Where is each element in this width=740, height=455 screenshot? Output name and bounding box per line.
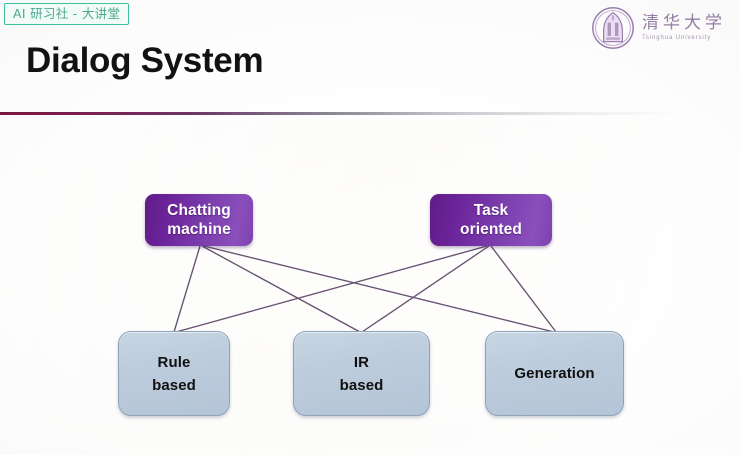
tsinghua-logo: 清华大学 Tsinghua University (591, 6, 726, 50)
edge-task-rule (175, 245, 488, 333)
node-generation-line1: Generation (514, 365, 595, 382)
edge-task-ir (361, 245, 490, 333)
tsinghua-emblem-icon (592, 7, 634, 49)
title-divider-highlight (0, 115, 640, 117)
node-task-oriented[interactable]: Task oriented (430, 194, 552, 246)
node-ir-based[interactable]: IR based (293, 331, 430, 416)
node-ir-based-line1: IR (353, 353, 370, 371)
edge-chatting-rule (173, 245, 201, 333)
logo-name-en: Tsinghua University (642, 35, 712, 41)
edge-task-generation (490, 245, 557, 333)
node-chatting-machine-line1: Chatting (167, 202, 231, 219)
edge-chatting-ir (201, 245, 361, 333)
title-divider (0, 112, 740, 115)
node-chatting-machine[interactable]: Chatting machine (145, 194, 253, 246)
node-rule-based-line2: based (152, 376, 196, 394)
logo-wordmark: 清华大学 Tsinghua University (642, 13, 726, 42)
node-chatting-machine-line2: machine (167, 221, 231, 238)
node-rule-based-line1: Rule (157, 353, 191, 371)
node-task-oriented-line2: oriented (460, 221, 522, 238)
node-task-oriented-line1: Task (473, 202, 509, 219)
page-title: Dialog System (26, 41, 264, 80)
logo-name-cn: 清华大学 (642, 13, 726, 33)
edge-chatting-generation (203, 245, 555, 333)
node-ir-based-line2: based (339, 376, 384, 394)
node-generation[interactable]: Generation (485, 331, 624, 416)
node-rule-based[interactable]: Rule based (118, 331, 230, 416)
channel-badge: AI 研习社 - 大讲堂 (4, 3, 130, 25)
